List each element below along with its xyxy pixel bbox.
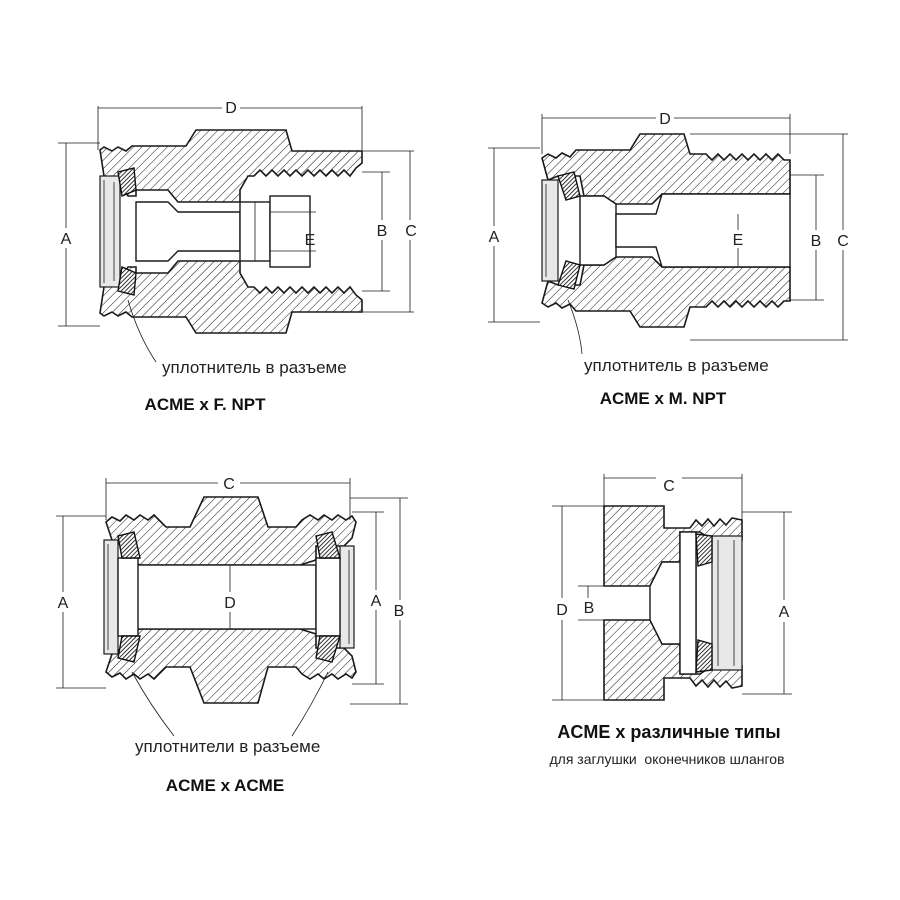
dim-label-d: D [225,100,237,117]
dim-label-b: B [377,223,388,240]
dimension-lines [58,106,414,363]
seal-upper [695,533,713,567]
fitting-body [99,129,363,334]
seal-lower [117,266,137,296]
fitting-subtitle: для заглушки оконечников шлангов [549,751,784,767]
dim-label-c: C [663,478,675,495]
dim-label-a-left: A [58,595,69,612]
seal-note: уплотнитель в разъеме [584,356,769,375]
seal-left-upper [117,531,141,559]
dim-label-b: B [584,600,595,617]
dim-label-c: C [223,476,235,493]
fitting-acme-f-npt: D A B C E уплотнитель в разъеме ACME x F… [58,100,417,414]
seal-upper [557,171,581,201]
fitting-body [603,505,743,701]
dimension-lines [552,474,792,701]
dim-label-a-right: A [371,593,382,610]
fitting-acme-acme: C A A B D уплотнители в разъеме ACME x A… [56,476,408,795]
seal-lower [557,260,581,290]
seal-upper [117,167,137,197]
fitting-acme-m-npt: D A B C E уплотнитель в разъеме ACME x M… [488,111,849,408]
dim-label-b: B [811,233,822,250]
seal-lower [695,639,713,673]
seal-right-upper [315,531,341,559]
fitting-body [541,133,791,328]
dim-label-d: D [224,595,236,612]
dim-label-d: D [556,602,568,619]
dim-label-e: E [305,232,316,249]
fitting-acme-various: C D B A ACME x различные типы для заглуш… [549,474,792,767]
seal-right-lower [315,635,341,663]
dim-label-d: D [659,111,671,128]
seal-note: уплотнитель в разъеме [162,358,347,377]
dim-label-a: A [61,231,72,248]
seal-left-lower [117,635,141,663]
dim-label-c: C [405,223,417,240]
dimension-lines [56,478,408,737]
fitting-title: ACME x M. NPT [600,389,727,408]
dim-label-b: B [394,603,405,620]
dim-label-a: A [489,229,500,246]
dim-label-e: E [733,232,744,249]
fitting-body [103,496,357,704]
fitting-title: ACME x ACME [166,776,284,795]
seal-note: уплотнители в разъеме [135,737,320,756]
dim-label-c: C [837,233,849,250]
fitting-title: ACME x различные типы [557,722,780,742]
dimension-lines [488,114,848,355]
fitting-title: ACME x F. NPT [145,395,267,414]
dim-label-a: A [779,604,790,621]
